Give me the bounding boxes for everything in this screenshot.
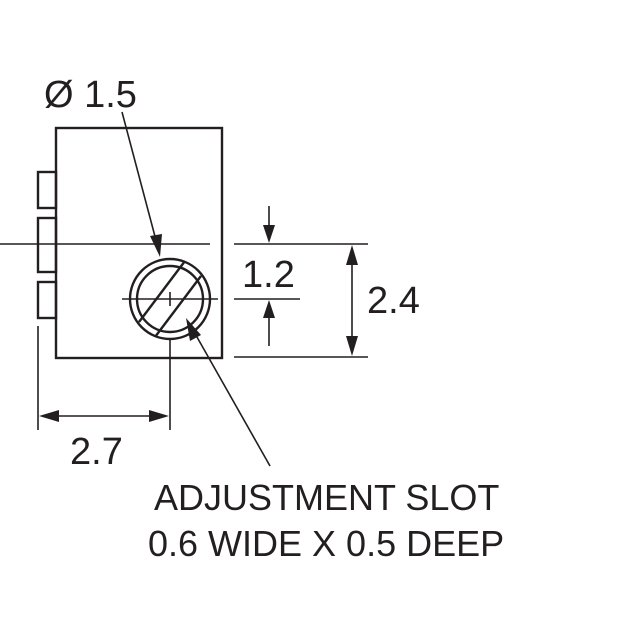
pin-bottom [36, 280, 58, 320]
diameter-arrowhead [150, 234, 162, 257]
dim-2-7-left-arrow [39, 410, 59, 422]
dim-1-2: 1.2 [242, 206, 295, 346]
dim-2-4-label: 2.4 [367, 280, 420, 322]
pin-top [36, 170, 58, 210]
dim-2-4-upper-arrow [346, 245, 358, 265]
dim-2-4-lower-arrow [346, 336, 358, 356]
dim-2-4: 2.4 [346, 245, 420, 356]
slot-note-arrowhead [186, 318, 201, 341]
dim-2-7-label: 2.7 [70, 431, 123, 473]
dim-1-2-label: 1.2 [242, 254, 295, 296]
diameter-label: Ø 1.5 [44, 74, 137, 116]
slot-note-line2: 0.6 WIDE X 0.5 DEEP [148, 523, 504, 564]
dim-1-2-lower-arrow [263, 300, 275, 318]
dim-1-2-upper-arrow [263, 225, 275, 243]
side-pins [36, 170, 58, 320]
dim-2-7: 2.7 [37, 326, 171, 473]
slot-note-leader [192, 329, 271, 467]
slot-line-left [138, 260, 186, 323]
dim-2-7-right-arrow [149, 410, 169, 422]
slot-note-line1: ADJUSTMENT SLOT [154, 477, 499, 518]
diameter-leader [121, 111, 158, 245]
slot-line-right [154, 275, 202, 338]
adjuster-screw [122, 257, 218, 341]
pin-middle [36, 216, 58, 274]
